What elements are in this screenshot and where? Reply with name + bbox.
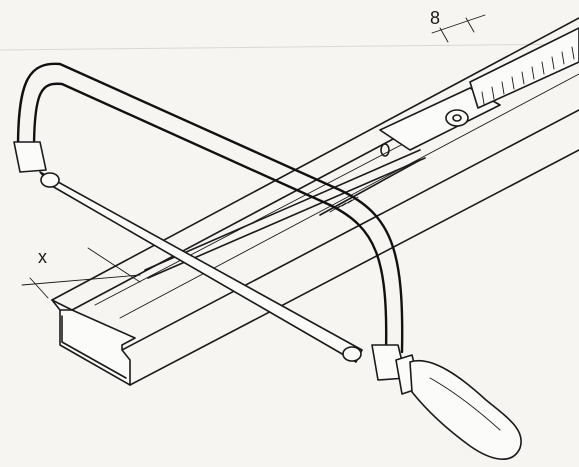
hacksaw-blade-pin-left <box>40 172 60 188</box>
rail-bottom-edge <box>129 149 579 386</box>
hacksaw-frame-outer <box>16 62 404 354</box>
hacksaw-frame-inner <box>32 82 388 354</box>
hacksaw-left-bracket <box>13 141 47 173</box>
hacksaw <box>13 62 522 460</box>
dimension-x-label: x <box>38 247 47 267</box>
slider-screw-center <box>452 114 462 122</box>
threaded-rod <box>319 159 421 216</box>
slider-screw-head <box>445 109 469 127</box>
slider-block <box>379 87 501 151</box>
hacksaw-blade-teeth <box>51 185 357 363</box>
rail-end-profile <box>51 299 136 386</box>
hacksaw-handle-grain <box>429 377 501 431</box>
rail-lower-lip <box>121 109 579 351</box>
dimension-8: 8 <box>430 8 486 43</box>
rod-threads <box>329 196 359 213</box>
rack-teeth <box>481 46 575 105</box>
slider-pin-hole <box>380 143 390 157</box>
inner-bar-top <box>144 149 421 271</box>
paper-fold-line <box>0 43 579 51</box>
hacksaw-blade-pin-right <box>342 346 362 362</box>
dimension-8-label: 8 <box>430 8 440 28</box>
hacksaw-handle <box>409 359 522 460</box>
dimension-x-extension-right <box>87 247 141 283</box>
dimension-x: x <box>21 247 141 299</box>
rail-end-inner <box>61 315 127 379</box>
dimension-x-line <box>21 274 141 286</box>
dimension-x-extension-left <box>29 277 49 299</box>
dimension-8-extension-left <box>439 27 449 43</box>
toothed-rack <box>469 27 579 109</box>
rail-top-edge <box>51 17 579 301</box>
dimension-8-extension-right <box>465 17 475 33</box>
